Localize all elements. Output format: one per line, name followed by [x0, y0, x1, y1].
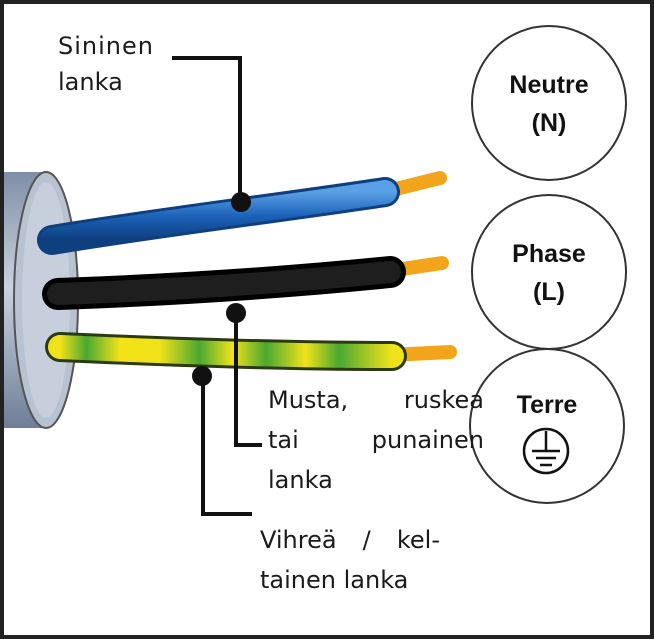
earth-terminal-text: Terre: [470, 386, 624, 424]
neutral-terminal-name: Neutre: [509, 71, 589, 99]
phase-terminal-text: Phase (L): [472, 235, 626, 311]
black-wire-label-line1: Musta, ruskea: [268, 386, 484, 414]
earth-wire-leader: [201, 375, 252, 516]
blue-wire-label-line2: lanka: [58, 68, 123, 96]
black-wire-label-line2: tai punainen: [268, 426, 484, 454]
blue-wire-label-line1: Sininen: [58, 32, 154, 60]
black-wire: [42, 256, 406, 310]
ground-icon: [522, 427, 570, 475]
neutral-terminal: [471, 25, 627, 181]
black-wire-label-line3: lanka: [268, 466, 333, 494]
phase-terminal-code: (L): [533, 278, 565, 306]
blue-wire-leader: [172, 56, 242, 200]
earth-terminal: [469, 348, 625, 504]
black-wire-leader: [234, 312, 262, 447]
leader-dots: [192, 192, 251, 386]
black-wire-dot: [226, 303, 246, 323]
phase-terminal-name: Phase: [512, 240, 586, 268]
blue-wire-dot: [231, 192, 251, 212]
neutral-terminal-code: (N): [531, 109, 567, 137]
neutral-terminal-text: Neutre (N): [472, 66, 626, 142]
blue-wire: [37, 177, 400, 255]
earth-wire-label-line1: Vihreä / kel-: [260, 526, 440, 554]
blue-wire-label: Sininen lanka: [58, 26, 178, 102]
earth-wire-label-line2: tainen lanka: [260, 566, 409, 594]
leader-lines: [172, 56, 262, 516]
earth-wire: [45, 332, 407, 371]
earth-wire-label: Vihreä / kel- tainen lanka: [260, 520, 440, 600]
earth-wire-dot: [192, 366, 212, 386]
terminal-circles: [469, 25, 627, 504]
earth-terminal-name: Terre: [516, 391, 578, 419]
black-wire-label: Musta, ruskea tai punainen lanka: [268, 380, 484, 500]
